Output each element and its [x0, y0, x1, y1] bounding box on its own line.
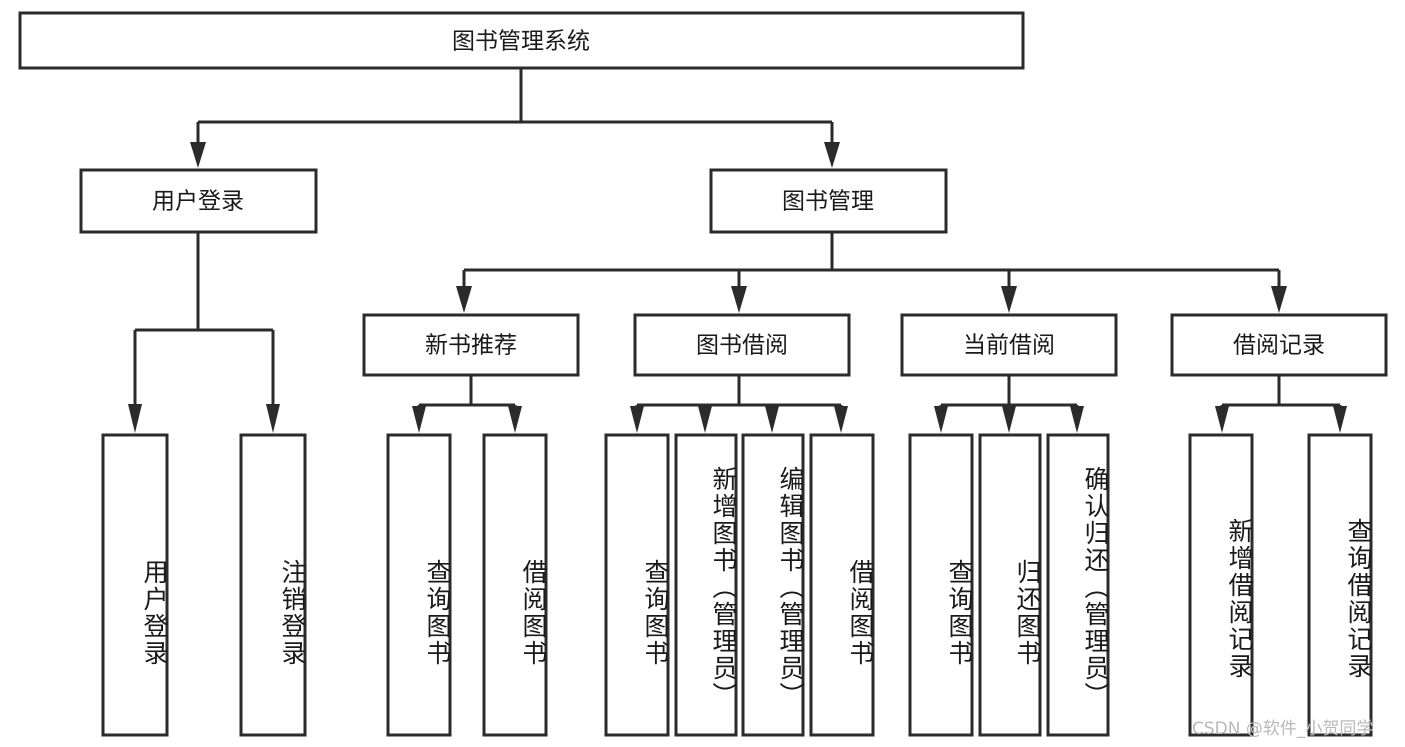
node-user-login[interactable]: 用户登录	[79, 168, 318, 234]
arrow-head-icon	[1070, 406, 1084, 433]
leaf-box-user-login-0[interactable]	[101, 433, 169, 737]
leaf-box-borrowrecord-0[interactable]	[1188, 433, 1254, 737]
node-user-login-label: 用户登录	[152, 189, 244, 215]
arrow-head-icon	[190, 142, 206, 168]
arrow-head-icon	[834, 406, 848, 433]
arrow-head-icon	[1002, 406, 1016, 433]
node-current-borrow-label: 当前借阅	[963, 333, 1055, 359]
connector-userlogin-to-leaves	[128, 232, 280, 433]
leaf-box-borrowrecord-1[interactable]	[1307, 433, 1373, 737]
arrow-head-icon	[128, 404, 142, 433]
leaf-box-bookborrow-3[interactable]	[809, 433, 875, 737]
connector-bookborrow-to-leaves	[630, 375, 848, 433]
node-root-label: 图书管理系统	[452, 29, 590, 55]
node-root-system[interactable]: 图书管理系统	[18, 11, 1025, 70]
connector-bookmgmt-to-level3	[456, 232, 1287, 313]
leaf-box-user-login-1[interactable]	[239, 433, 307, 737]
connector-currentborrow-to-leaves	[934, 375, 1084, 433]
node-book-management[interactable]: 图书管理	[709, 168, 948, 234]
leaf-box-bookborrow-2[interactable]	[741, 433, 805, 737]
arrow-head-icon	[698, 406, 712, 433]
node-book-borrow[interactable]: 图书借阅	[633, 313, 851, 377]
node-current-borrow[interactable]: 当前借阅	[900, 313, 1118, 377]
node-new-book-recommend-label: 新书推荐	[425, 333, 517, 359]
connector-borrowrecord-to-leaves	[1215, 375, 1347, 433]
leaf-box-bookborrow-0[interactable]	[604, 433, 670, 737]
arrow-head-icon	[765, 406, 779, 433]
csdn-watermark: CSDN @软件_小贺同学	[1192, 719, 1374, 739]
leaf-box-currentborrow-1[interactable]	[978, 433, 1042, 737]
connector-newbook-to-leaves	[412, 375, 522, 433]
arrow-head-icon	[824, 142, 840, 168]
node-book-borrow-label: 图书借阅	[696, 333, 788, 359]
leaf-box-currentborrow-2[interactable]	[1046, 433, 1110, 737]
arrow-head-icon	[1215, 406, 1229, 433]
arrow-head-icon	[266, 404, 280, 433]
arrow-head-icon	[1001, 286, 1017, 313]
arrow-head-icon	[1271, 286, 1287, 313]
connector-root-to-level2	[190, 68, 840, 168]
leaf-box-bookborrow-1[interactable]	[674, 433, 738, 737]
leaf-box-newbook-0[interactable]	[386, 433, 452, 737]
arrow-head-icon	[630, 406, 644, 433]
arrow-head-icon	[508, 406, 522, 433]
arrow-head-icon	[412, 406, 426, 433]
arrow-head-icon	[456, 286, 472, 313]
arrow-head-icon	[1333, 406, 1347, 433]
node-borrow-record-label: 借阅记录	[1233, 333, 1325, 359]
arrow-head-icon	[731, 286, 747, 313]
node-book-management-label: 图书管理	[782, 189, 874, 215]
arrow-head-icon	[934, 406, 948, 433]
leaf-box-currentborrow-0[interactable]	[908, 433, 974, 737]
node-new-book-recommend[interactable]: 新书推荐	[362, 313, 580, 377]
leaf-box-newbook-1[interactable]	[482, 433, 548, 737]
node-borrow-record[interactable]: 借阅记录	[1170, 313, 1388, 377]
